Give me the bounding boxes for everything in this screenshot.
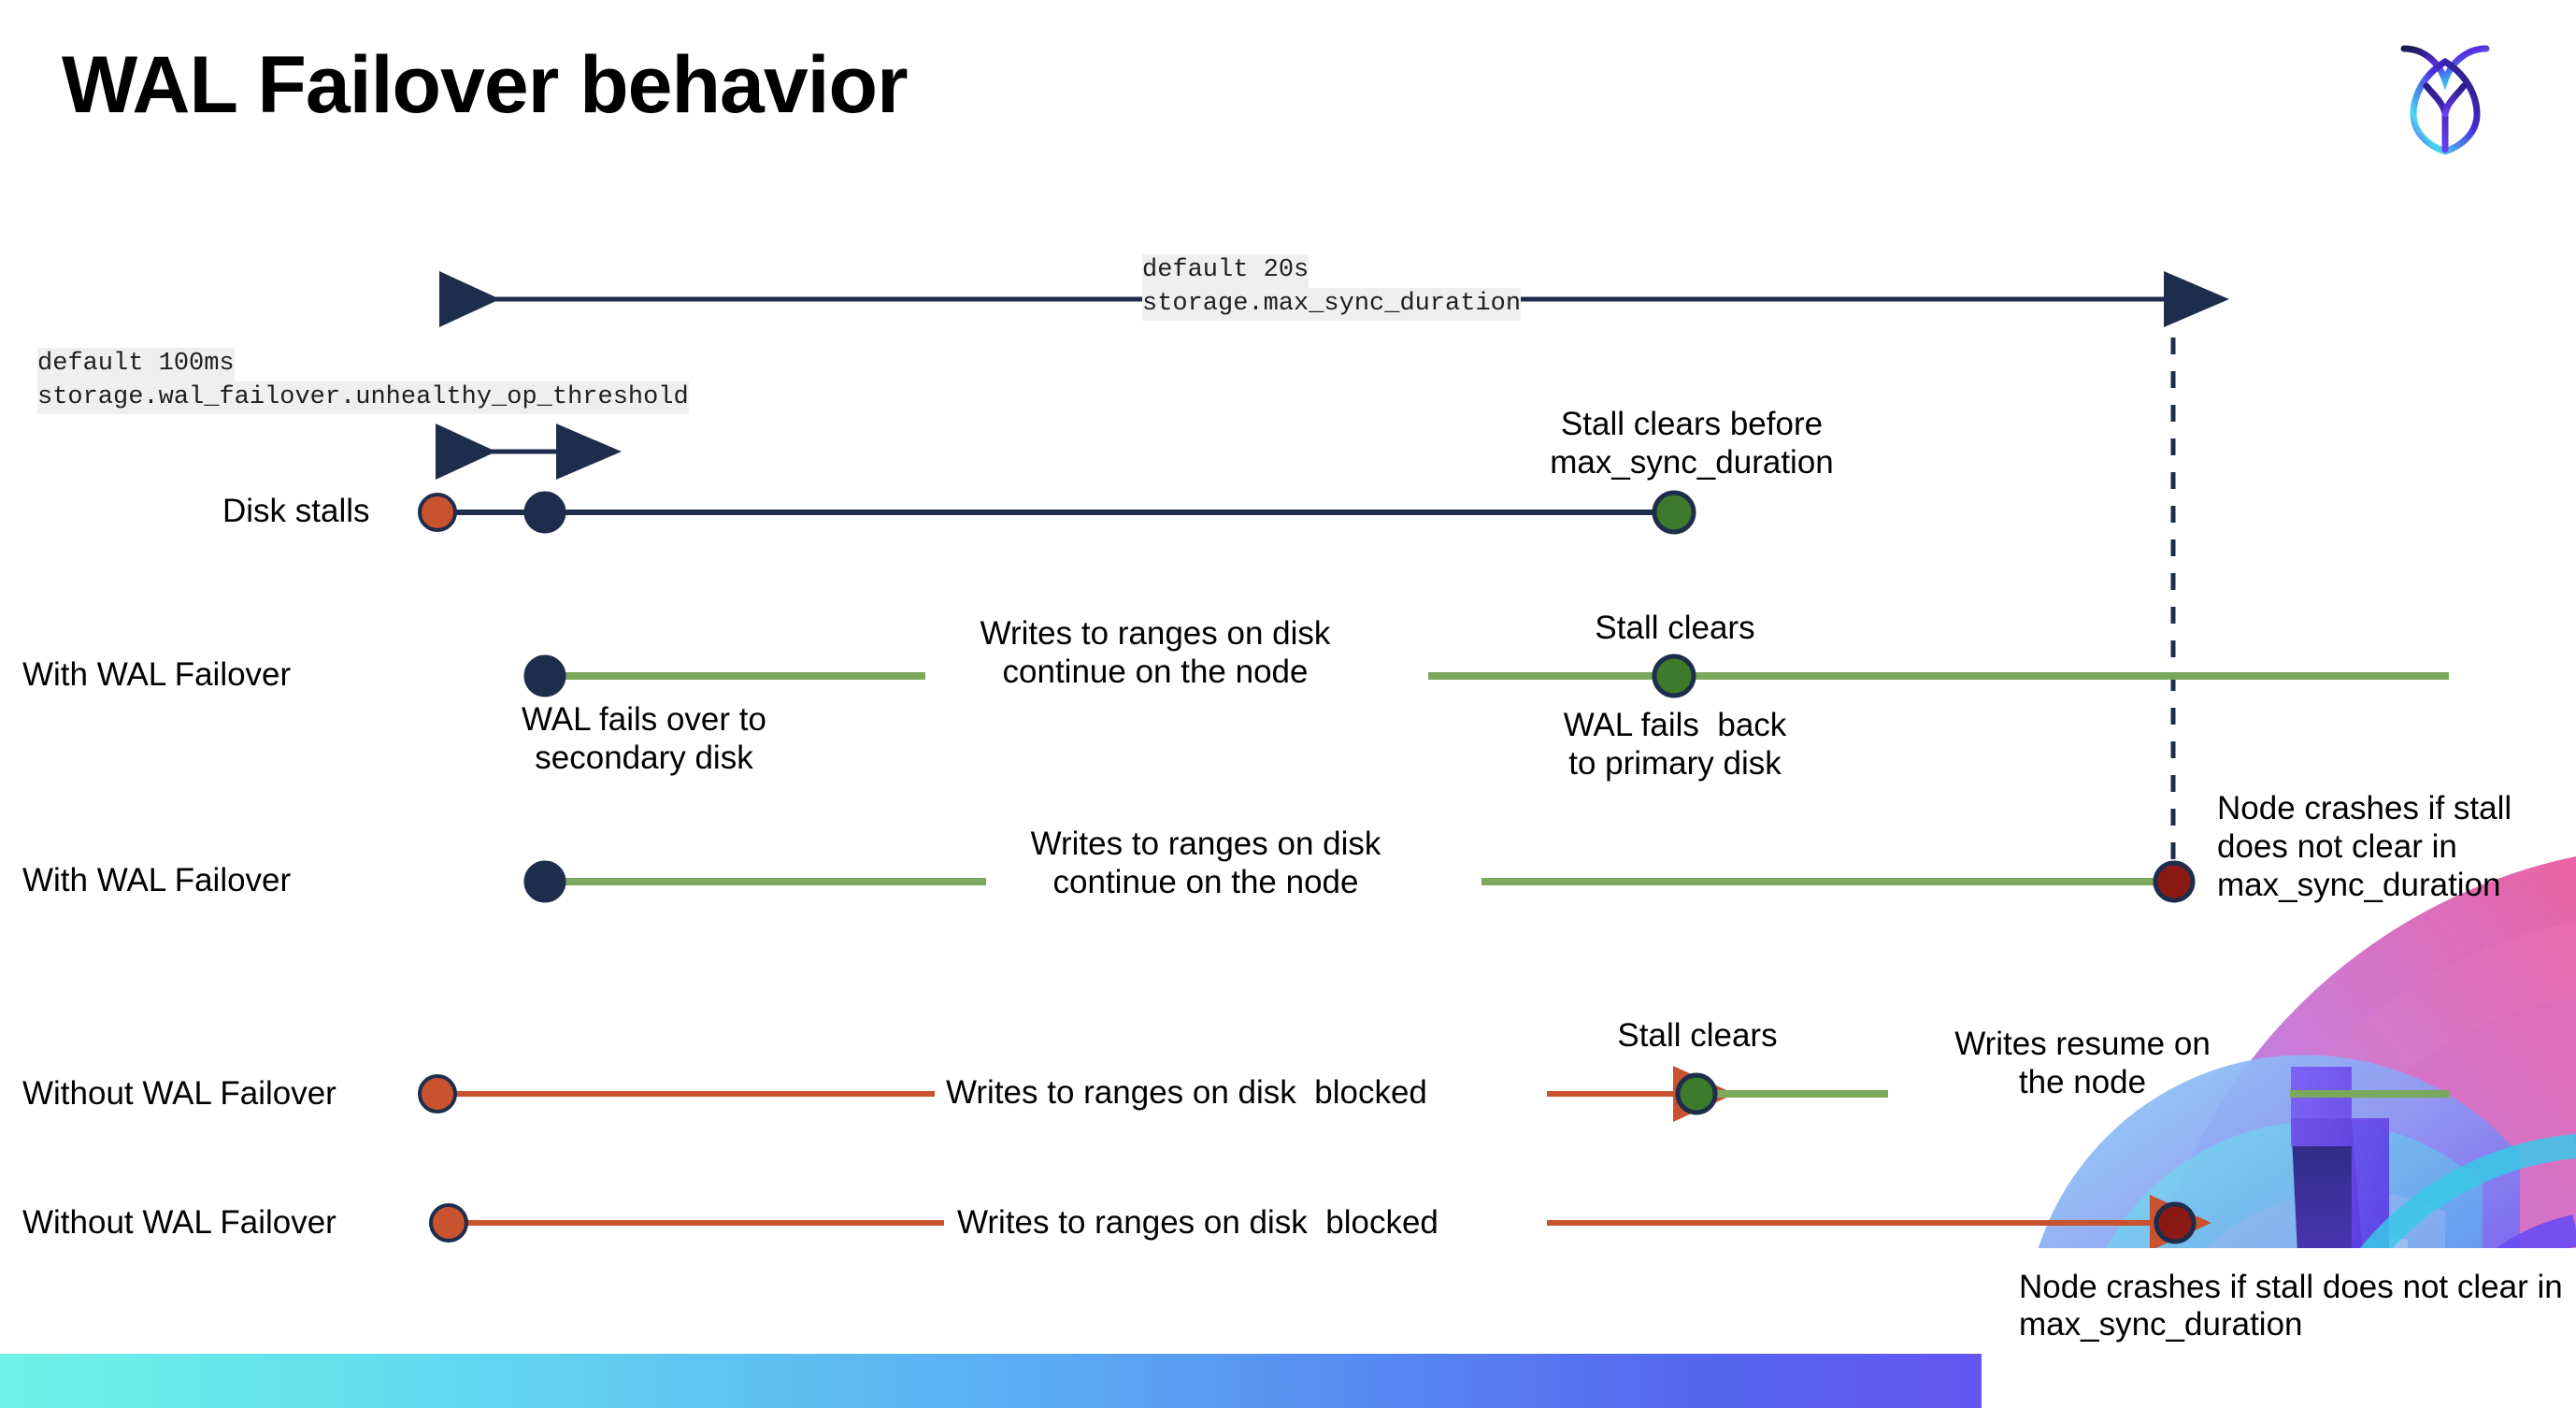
unhealthy-op-threshold-setting: default 100ms storage.wal_failover.unhea… — [37, 348, 689, 415]
marker-node-crash-2 — [2154, 1201, 2197, 1244]
note-stall-clears-2: Stall clears — [1617, 1017, 1778, 1054]
marker-failback — [1652, 654, 1696, 698]
note-node-crashes-1: Node crashes if stall does not clear in … — [2217, 790, 2512, 903]
row-label-without-failover-2: Without WAL Failover — [22, 1204, 336, 1241]
marker-stall-clear-2 — [1675, 1072, 1718, 1115]
note-stall-clears-1: Stall clears — [1595, 610, 1755, 646]
row-label-with-failover-1: With WAL Failover — [22, 656, 292, 693]
marker-stall-clear — [1652, 490, 1696, 535]
row-disk-stalls-track — [418, 490, 1696, 535]
note-writes-blocked-2: Writes to ranges on disk blocked — [957, 1204, 1438, 1241]
max-sync-duration-setting: default 20s storage.max_sync_duration — [1142, 254, 1522, 322]
page-title: WAL Failover behavior — [62, 40, 909, 130]
marker-failover-trigger — [523, 491, 566, 534]
row-label-with-failover-2: With WAL Failover — [22, 862, 292, 898]
max-sync-duration-default: default 20s — [1142, 254, 1309, 288]
note-writes-resume: Writes resume on the node — [1954, 1026, 2211, 1100]
unhealthy-op-threshold-default: default 100ms — [37, 348, 235, 381]
note-stall-clears-before-max-sync: Stall clears before max_sync_duration — [1550, 406, 1834, 481]
row-label-without-failover-1: Without WAL Failover — [22, 1075, 336, 1112]
note-writes-continue-2: Writes to ranges on disk continue on the… — [1030, 826, 1381, 900]
row-without-failover-1-track — [418, 1066, 2449, 1122]
marker-node-crash-1 — [2153, 860, 2196, 903]
marker-stall-start-2 — [418, 1074, 457, 1113]
row-without-failover-2-track — [429, 1195, 2211, 1251]
max-sync-duration-name: storage.max_sync_duration — [1142, 287, 1522, 322]
note-writes-blocked-1: Writes to ranges on disk blocked — [946, 1074, 1427, 1111]
marker-stall-start — [418, 493, 457, 532]
marker-failover-start — [523, 654, 566, 697]
cockroachdb-logo-icon — [2389, 28, 2501, 159]
note-writes-continue-1: Writes to ranges on disk continue on the… — [980, 615, 1331, 690]
unhealthy-op-threshold-name: storage.wal_failover.unhealthy_op_thresh… — [37, 381, 689, 415]
row-with-failover-1-track — [523, 654, 2449, 698]
note-wal-fails-back: WAL fails back to primary disk — [1563, 707, 1787, 782]
marker-stall-start-3 — [429, 1203, 468, 1243]
note-node-crashes-2: Node crashes if stall does not clear in … — [2019, 1269, 2563, 1343]
note-wal-fails-over: WAL fails over to secondary disk — [522, 701, 766, 776]
node-crash-callout-box: Node crashes if stall does not clear in … — [1982, 1248, 2576, 1408]
row-label-disk-stalls: Disk stalls — [222, 493, 370, 529]
row-with-failover-2-track — [523, 860, 2196, 903]
marker-failover-start-2 — [523, 860, 566, 903]
